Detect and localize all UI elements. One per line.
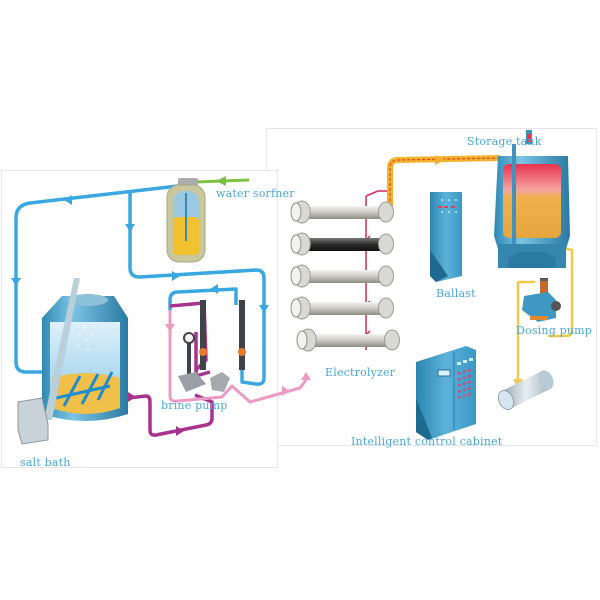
label-ballast: Ballast xyxy=(436,287,476,300)
label-dosing-pump: Dosing pump xyxy=(516,324,593,337)
salt-bath[interactable] xyxy=(17,278,128,445)
softener-branch-pipe xyxy=(128,192,266,386)
electrolyzer[interactable] xyxy=(290,200,400,352)
cabinet-button-icon xyxy=(468,381,471,384)
cabinet-button-icon xyxy=(468,387,471,390)
arrow-icon xyxy=(128,392,136,402)
arrow-icon xyxy=(64,195,72,205)
cabinet-button-icon xyxy=(463,388,466,391)
cabinet-button-icon xyxy=(468,393,471,396)
cabinet-button-icon xyxy=(463,394,466,397)
arrow-icon xyxy=(165,324,175,332)
electrolyzer-cell xyxy=(290,296,394,320)
product-pipe xyxy=(387,155,501,206)
electrolyzer-cell xyxy=(296,328,400,352)
arrow-icon xyxy=(216,176,226,186)
cabinet-button-icon xyxy=(458,372,461,375)
dilution-loop-pipe xyxy=(168,287,238,310)
label-water-softener: water sorfner xyxy=(216,187,295,200)
arrow-icon xyxy=(282,386,290,396)
cabinet-button-icon xyxy=(458,390,461,393)
cabinet-button-icon xyxy=(458,378,461,381)
label-brine-pump: brine pump xyxy=(161,399,228,412)
electrolyzer-cell xyxy=(290,232,394,256)
cabinet-button-icon xyxy=(463,382,466,385)
label-control-cabinet: Intelligent control cabinet xyxy=(351,435,503,448)
arrow-icon xyxy=(172,271,180,281)
cabinet-button-icon xyxy=(468,369,471,372)
label-salt-bath: salt bath xyxy=(20,456,71,469)
diluted-brine-pipes xyxy=(168,310,308,404)
label-storage-tank: Storage tank xyxy=(467,135,542,148)
cabinet-button-icon xyxy=(463,376,466,379)
cabinet-button-icon xyxy=(458,384,461,387)
arrow-icon xyxy=(301,372,311,380)
arrow-icon xyxy=(435,155,445,165)
arrow-icon xyxy=(11,278,21,286)
label-electrolyzer: Electrolyzer xyxy=(325,366,396,379)
dosing-pump[interactable] xyxy=(522,278,561,322)
outlet-pipe xyxy=(497,370,554,411)
brine-pump[interactable] xyxy=(178,300,246,392)
water-pipes xyxy=(14,184,266,386)
control-cabinet[interactable] xyxy=(416,346,476,440)
electrolyzer-cell xyxy=(290,264,394,288)
electrolyzer-cell xyxy=(290,200,394,224)
softener-to-saltbath-pipe xyxy=(14,184,179,374)
cabinet-button-icon xyxy=(468,375,471,378)
cabinet-button-icon xyxy=(458,396,461,399)
water-softener[interactable] xyxy=(166,178,206,263)
arrow-icon xyxy=(259,305,269,313)
storage-tank[interactable] xyxy=(494,130,570,268)
arrow-icon xyxy=(125,224,135,232)
raw-water-inlet xyxy=(195,176,250,186)
arrow-icon xyxy=(210,284,218,294)
cabinet-button-icon xyxy=(463,370,466,373)
ballast[interactable] xyxy=(430,192,462,282)
arrow-icon xyxy=(176,426,184,436)
water-flow-arrows xyxy=(11,195,269,313)
